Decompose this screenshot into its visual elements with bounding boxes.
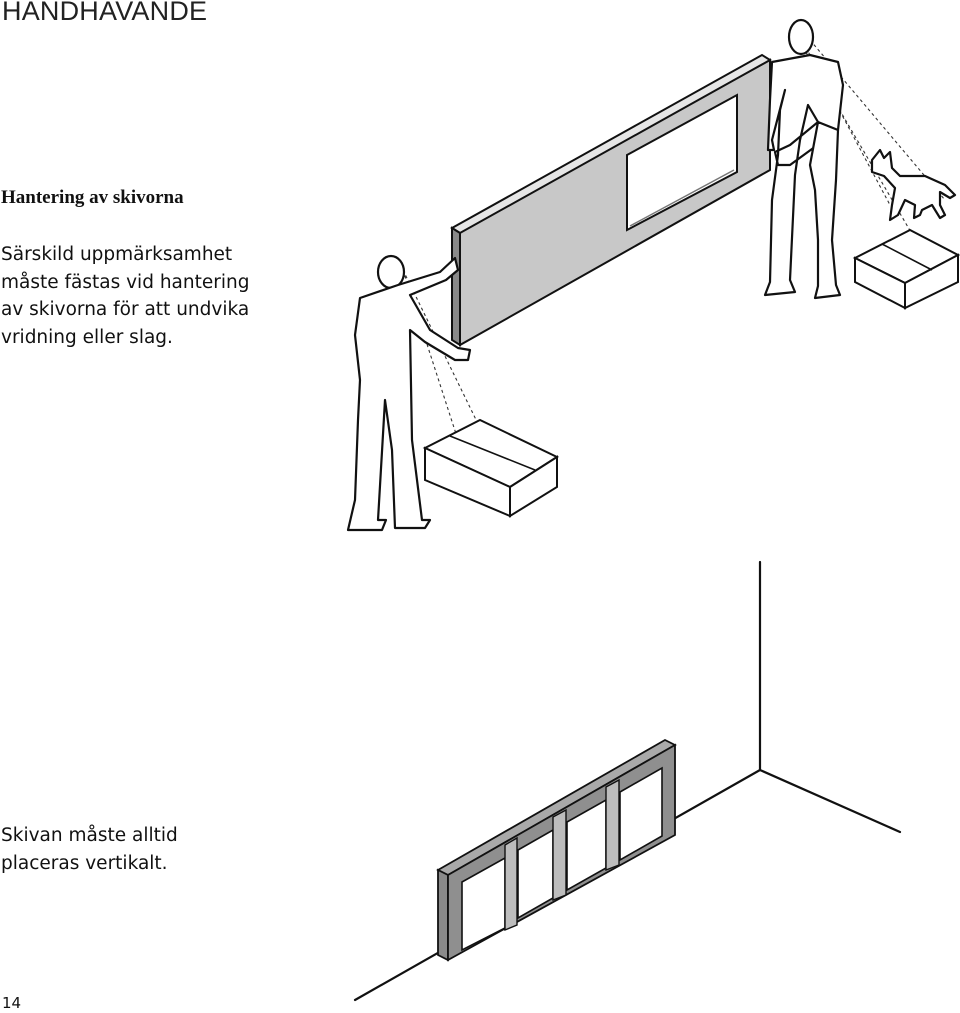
box-left [422, 418, 560, 518]
vertical-panel [436, 738, 677, 962]
illustration-carrying-panel [346, 18, 960, 532]
subheading: Hantering av skivorna [1, 187, 184, 208]
person-right [763, 18, 845, 300]
box-right [852, 228, 960, 310]
section-title: HANDHAVANDE [2, 0, 208, 26]
caption-text: Skivan måste alltid placeras vertikalt. [1, 825, 178, 874]
illustration-panel-vertical [353, 560, 902, 1002]
page-number: 14 [2, 994, 22, 1012]
panel [450, 53, 772, 347]
dog [870, 148, 957, 222]
body-text: Särskild uppmärksamhet måste fästas vid … [1, 244, 250, 348]
person-left [346, 254, 472, 532]
